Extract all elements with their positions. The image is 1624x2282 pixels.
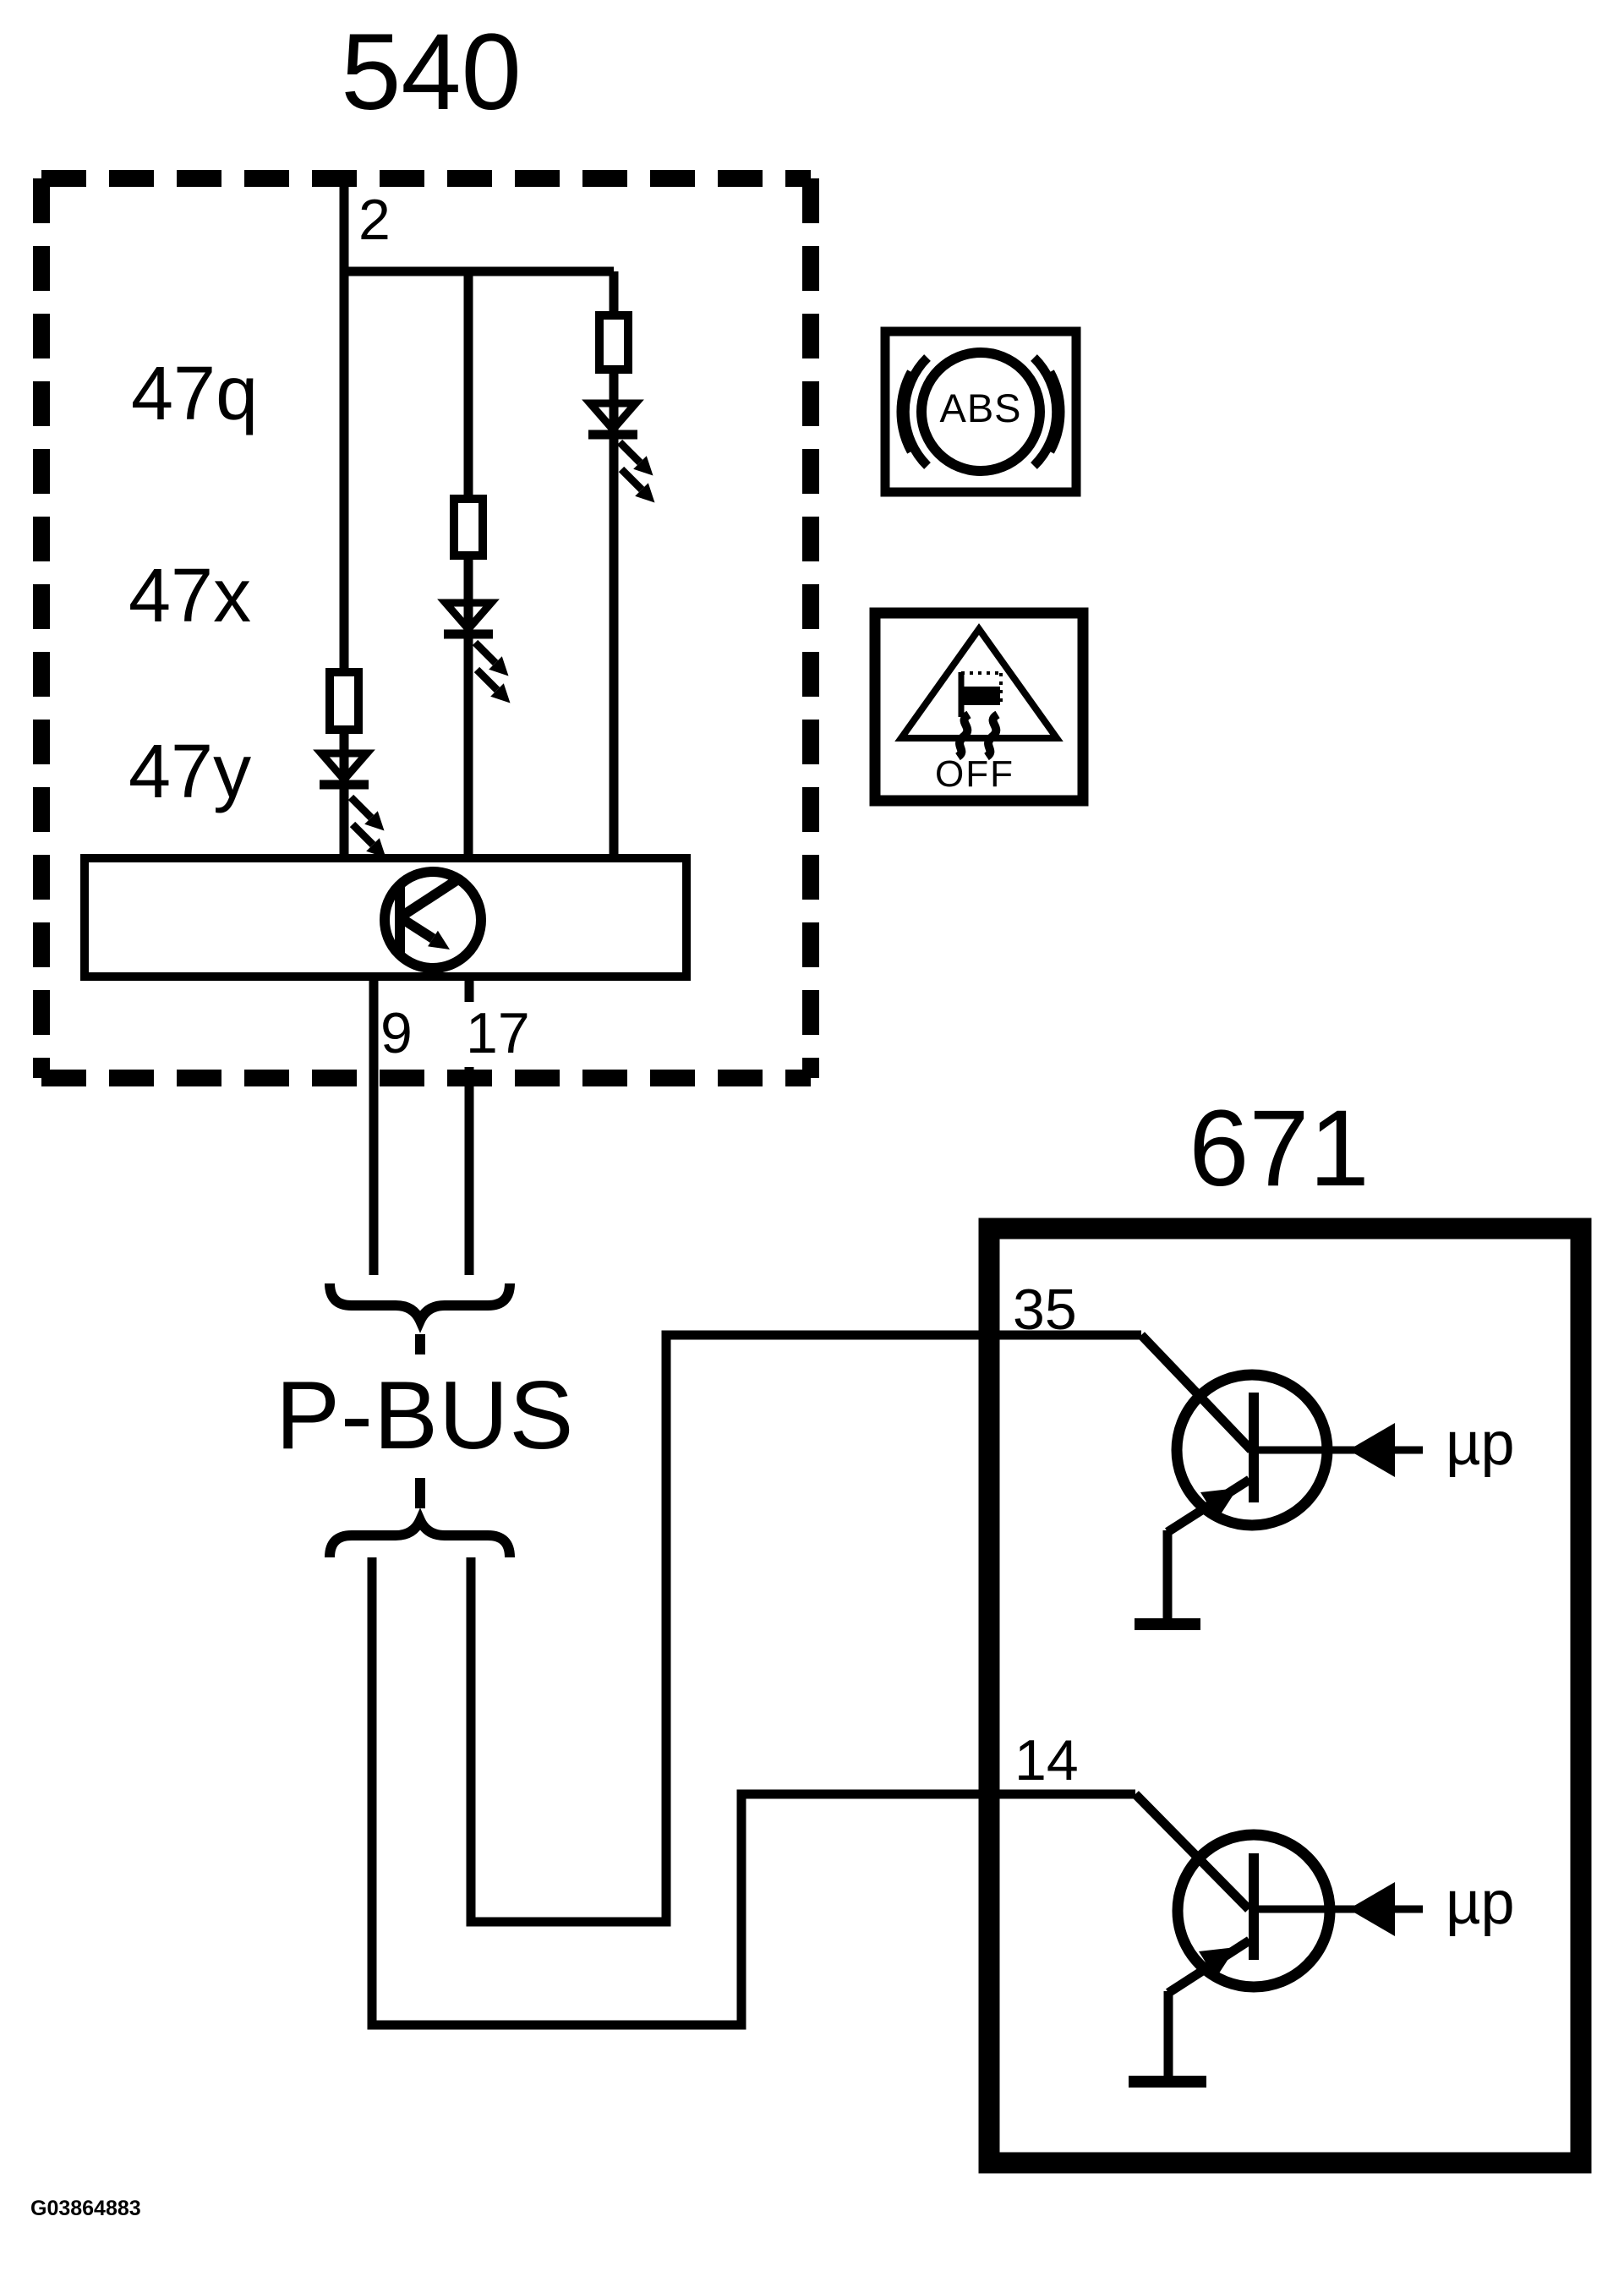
- wire-bus-to-pin14: [367, 1557, 989, 2030]
- off-icon-label: OFF: [935, 753, 1014, 795]
- transistor-stage-35: [999, 1330, 1423, 1630]
- led-47y: [313, 749, 386, 858]
- t2-emitter-arrow-head: [1199, 1947, 1236, 1978]
- wire-bus-to-pin35: [466, 1330, 989, 1927]
- pin-35-label: 35: [1013, 1278, 1077, 1342]
- rotary-symbol-circle: [380, 867, 486, 973]
- t2-collector-lead: [1132, 1791, 1252, 1913]
- led-47y-triangle: [313, 749, 375, 785]
- abs-warning-icon: [880, 326, 1081, 497]
- led-47q-arrow2: [618, 466, 645, 493]
- resistor-47q: [595, 311, 632, 374]
- led-47x-arrow1: [472, 639, 499, 666]
- lamp-resistors: [325, 311, 632, 734]
- off-icon-skid-right: [983, 710, 1001, 761]
- component-540-id: 540: [341, 12, 522, 133]
- t1-input-arrow-head: [1348, 1423, 1395, 1477]
- led-47q-arrow1-head: [633, 456, 653, 476]
- bus-routing-wires: [367, 1330, 989, 2030]
- led-47q-triangle: [582, 399, 644, 435]
- led-47x-arrow1-head: [489, 656, 509, 676]
- led-47x-triangle: [437, 599, 500, 635]
- figure-id: G03864883: [30, 2197, 141, 2220]
- t2-input-arrow-head: [1348, 1882, 1395, 1936]
- lamp-47q-label: 47q: [131, 352, 259, 436]
- led-47q: [582, 399, 655, 503]
- led-47y-arrow1: [347, 794, 375, 821]
- off-icon-car-body: [960, 687, 1000, 705]
- led-47x-arrow2-head: [490, 683, 511, 703]
- led-47y-arrow2: [349, 821, 376, 848]
- led-47y-arrow1-head: [364, 811, 385, 831]
- abs-icon-right-arc-outer: [1046, 369, 1065, 454]
- component-671-id: 671: [1189, 1088, 1370, 1209]
- lamp-47y-label: 47y: [128, 730, 252, 814]
- resistor-47x: [450, 495, 487, 560]
- pin-9-label: 9: [380, 1001, 413, 1065]
- led-47q-arrow2-head: [635, 483, 655, 503]
- lamp-47x-label: 47x: [128, 554, 252, 638]
- off-icon-triangle: [894, 623, 1064, 742]
- driver-box: [80, 854, 691, 981]
- abs-icon-left-arc-outer: [896, 369, 916, 454]
- transistor-stage-14: [999, 1789, 1423, 2088]
- pbus-symbol: [325, 1283, 515, 1558]
- led-47x-arrow2: [473, 666, 500, 693]
- abs-icon-frame: [880, 326, 1081, 497]
- pbus-label: P-BUS: [276, 1362, 575, 1469]
- component-671-box: [978, 1218, 1592, 2174]
- abs-icon-label: ABS: [939, 386, 1022, 430]
- off-icon-skid-left: [954, 710, 972, 761]
- led-47x: [437, 599, 511, 703]
- microprocessor-label-1: µp: [1446, 1410, 1515, 1478]
- resistor-47y: [325, 668, 363, 734]
- led-47y-arrow2-head: [366, 838, 386, 858]
- rotary-symbol-upper-leg: [396, 873, 464, 922]
- pin-14-label: 14: [1014, 1728, 1079, 1792]
- box540-output-leads: [369, 981, 474, 1275]
- pbus-top-brace: [325, 1283, 515, 1333]
- off-icon-frame: [869, 607, 1089, 807]
- pin-2-label: 2: [358, 188, 391, 252]
- rotary-symbol-arrow-leg: [396, 912, 436, 944]
- pin-17-label: 17: [466, 1001, 530, 1065]
- rotary-symbol-arrow-head: [428, 930, 450, 949]
- led-47q-arrow1: [616, 439, 643, 466]
- t1-emitter-arrow-head: [1200, 1488, 1238, 1519]
- abs-icon-circle: [916, 347, 1045, 476]
- microprocessor-label-2: µp: [1446, 1869, 1515, 1937]
- component-540-dashed-box: [33, 170, 819, 1086]
- traction-off-icon: [869, 607, 1089, 807]
- pbus-bottom-brace: [325, 1508, 515, 1558]
